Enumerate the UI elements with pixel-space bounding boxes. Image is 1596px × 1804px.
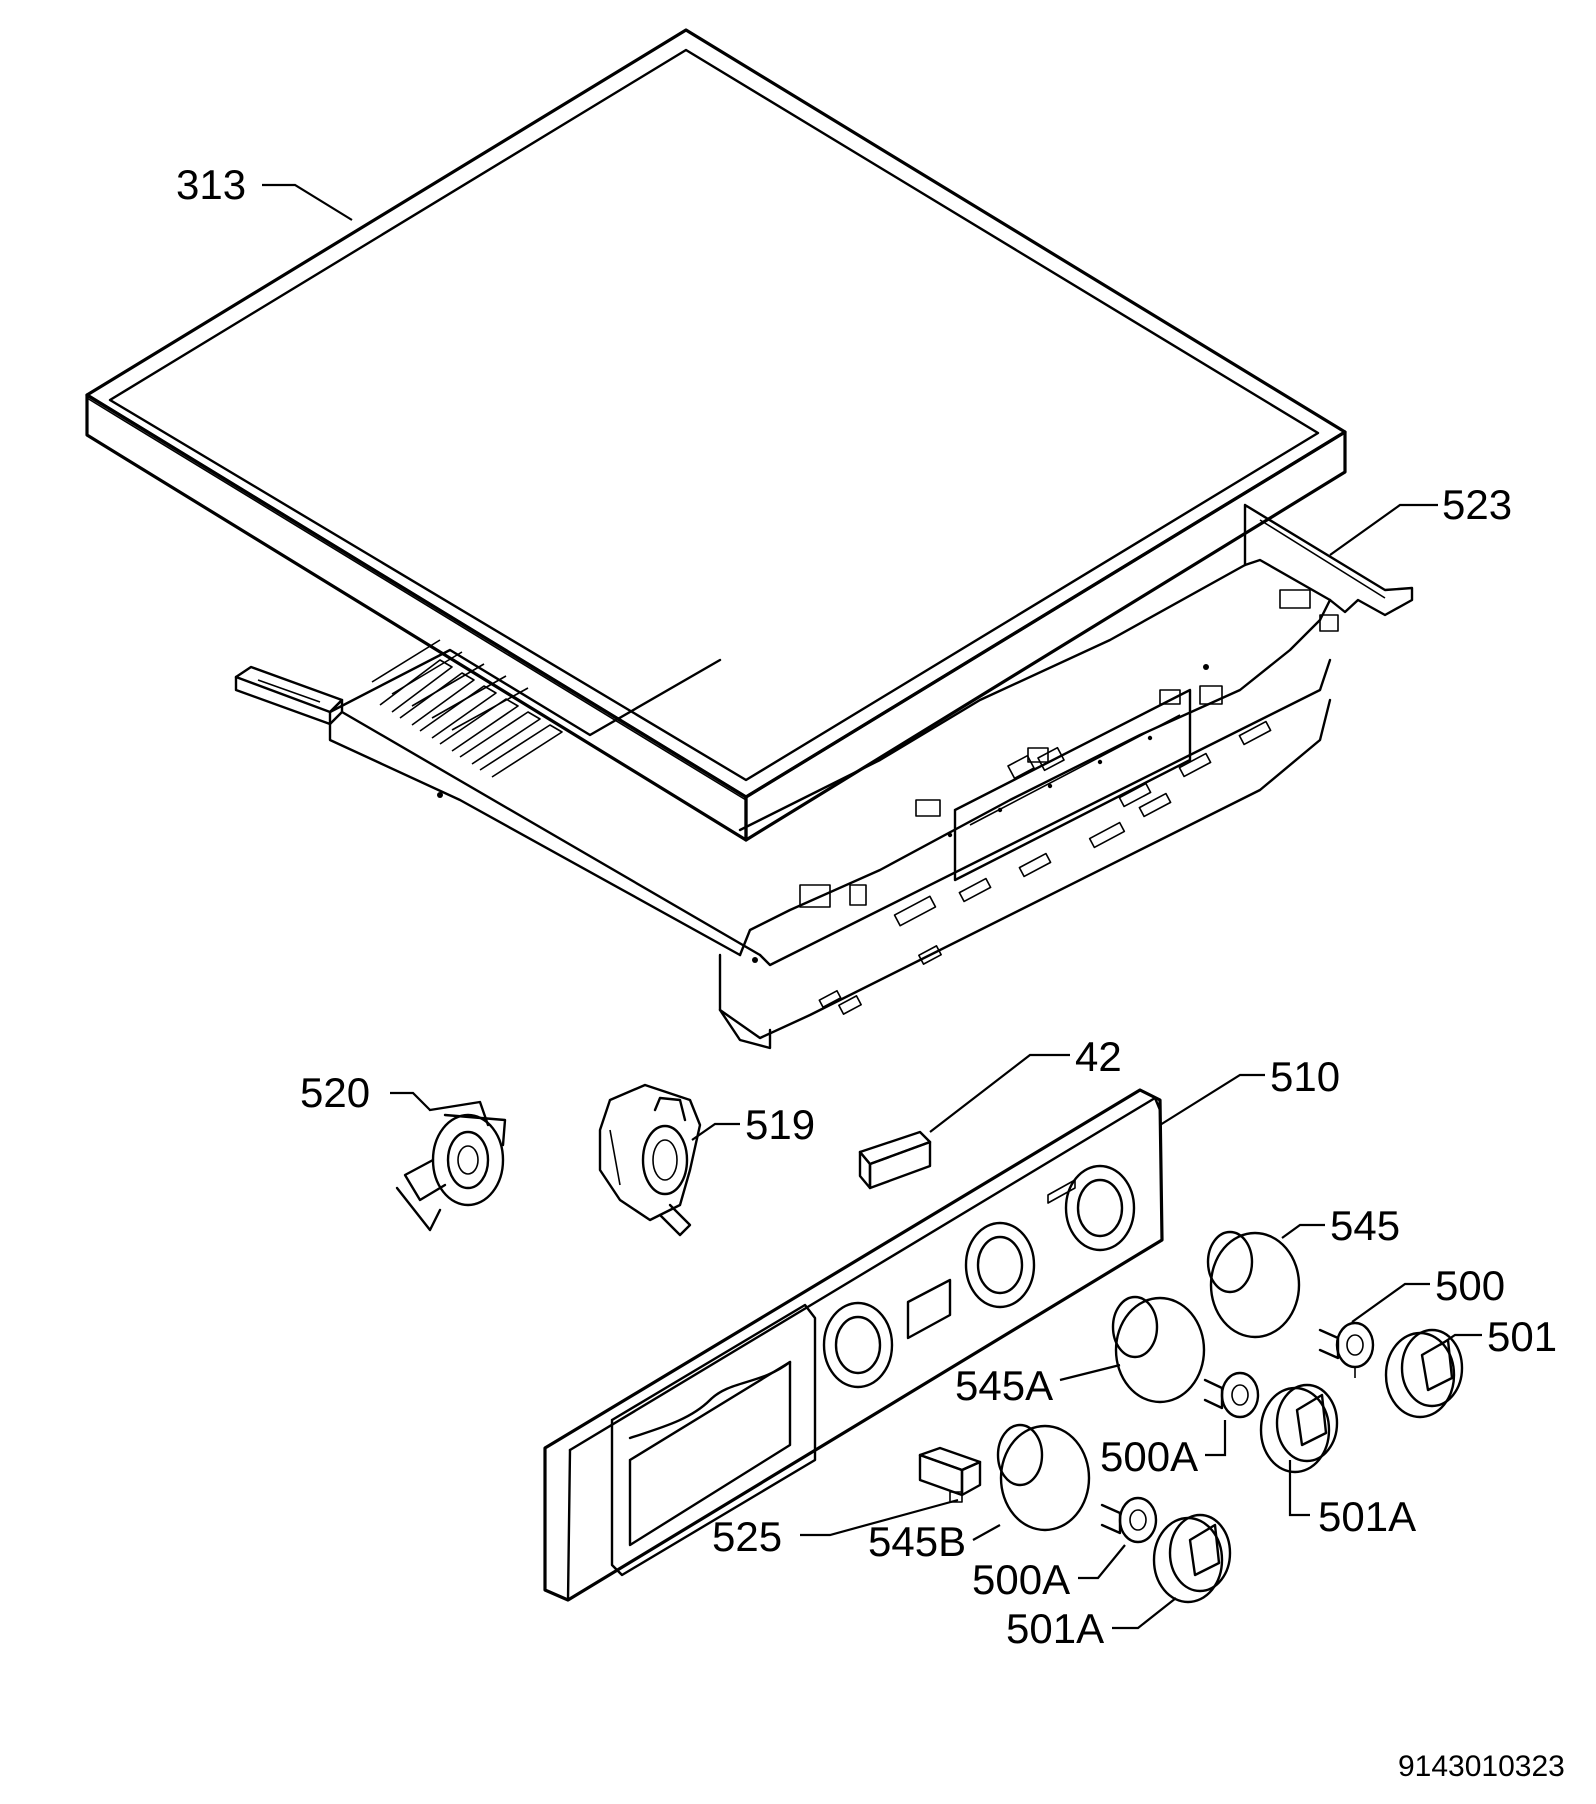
label-545a: 545A	[955, 1362, 1054, 1409]
document-number: 9143010323	[1398, 1750, 1565, 1783]
bezel-545b	[996, 1423, 1091, 1532]
label-500a-lower: 500A	[972, 1556, 1071, 1603]
label-510: 510	[1270, 1053, 1341, 1100]
shaft-500	[1318, 1321, 1375, 1378]
label-501a-lower: 501A	[1006, 1605, 1105, 1652]
indicator-42	[858, 1130, 932, 1190]
selector-520	[395, 1100, 507, 1232]
knob-501a-lower	[1152, 1513, 1232, 1604]
label-545: 545	[1330, 1202, 1401, 1249]
control-panel-510	[543, 1088, 1164, 1602]
shaft-500a-upper	[1203, 1371, 1260, 1419]
label-42: 42	[1075, 1033, 1122, 1080]
control-frame-523	[234, 503, 1414, 1050]
label-519: 519	[745, 1101, 816, 1148]
bezel-545a	[1111, 1295, 1206, 1404]
label-523: 523	[1442, 481, 1513, 528]
label-501a-upper: 501A	[1318, 1493, 1417, 1540]
leader-lines	[262, 183, 1482, 1630]
switch-525	[918, 1446, 982, 1503]
label-501: 501	[1487, 1313, 1558, 1360]
label-520: 520	[300, 1069, 371, 1116]
label-500a-upper: 500A	[1100, 1433, 1199, 1480]
shaft-500a-lower	[1100, 1496, 1158, 1544]
top-cover-313	[85, 28, 1347, 842]
knob-501	[1384, 1328, 1464, 1419]
selector-519	[598, 1083, 702, 1237]
label-525: 525	[712, 1513, 783, 1560]
label-313: 313	[176, 161, 247, 208]
knob-501a-upper	[1259, 1383, 1339, 1474]
bezel-545	[1206, 1230, 1301, 1339]
label-500: 500	[1435, 1262, 1506, 1309]
label-545b: 545B	[868, 1518, 967, 1565]
